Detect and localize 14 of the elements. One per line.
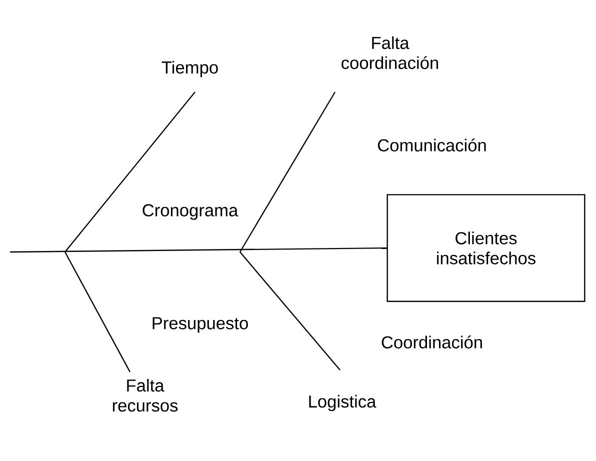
bone-line: [64, 92, 196, 252]
cause-label: Presupuesto: [152, 317, 248, 333]
cause-category: Falta recursos: [112, 378, 178, 412]
cause-label: Coordinación: [382, 336, 482, 348]
cause-category: Tiempo: [162, 60, 218, 78]
effect-box: Clientes insatisfechos: [386, 194, 586, 302]
spine-line: [10, 247, 387, 253]
cause-label: Cronograma: [142, 204, 238, 220]
bone-line: [240, 252, 340, 370]
cause-category: Falta coordinación: [342, 36, 438, 70]
cause-label: Comunicación: [378, 138, 486, 152]
bone-line: [239, 92, 336, 252]
cause-category: Logistica: [309, 394, 376, 412]
bone-line: [64, 252, 131, 372]
